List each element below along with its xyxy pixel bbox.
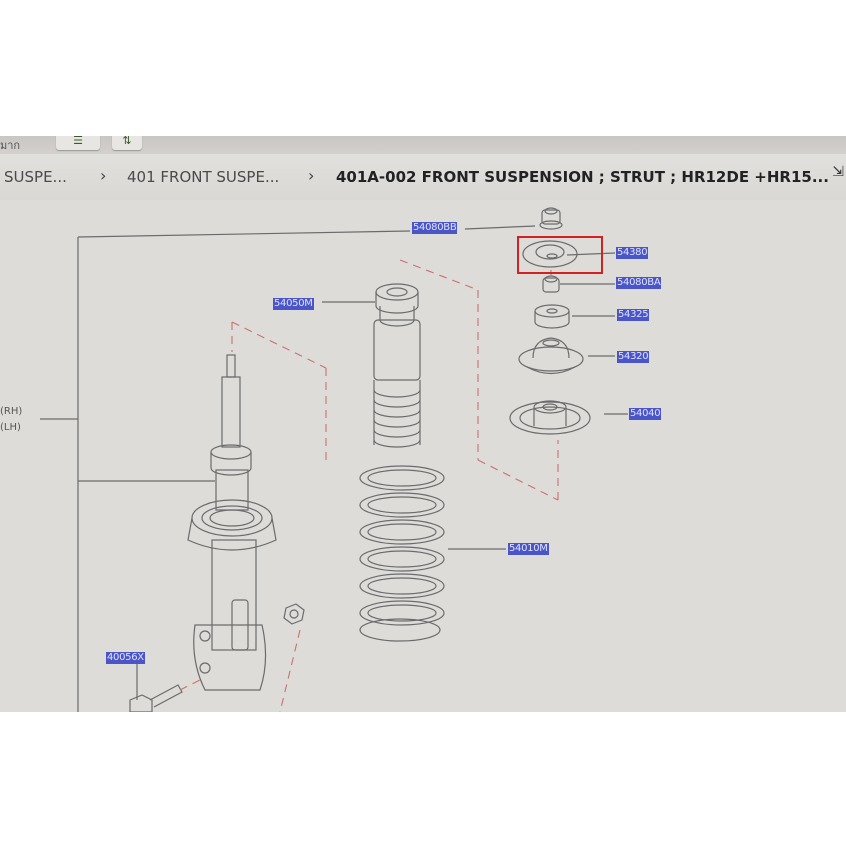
breadcrumb-item-current: 401A-002 FRONT SUSPENSION ; STRUT ; HR12…: [336, 168, 829, 186]
list-icon: ☰: [73, 136, 83, 147]
breadcrumb-item-1[interactable]: SUSPE...: [4, 168, 67, 186]
parts-catalog-screen: มาก ☰ ⇅ SUSPE... › 401 FRONT SUSPE... › …: [0, 136, 846, 712]
side-label-rh: (RH): [0, 406, 23, 417]
callout-54010M[interactable]: 54010M: [508, 543, 549, 555]
side-label-lh: (LH): [0, 422, 21, 433]
callout-54050M[interactable]: 54050M: [273, 298, 314, 310]
list-view-button[interactable]: ☰: [56, 136, 100, 150]
sort-icon: ⇅: [122, 136, 132, 147]
breadcrumb-item-2[interactable]: 401 FRONT SUSPE...: [127, 168, 280, 186]
toolbar: มาก ☰ ⇅: [0, 136, 846, 154]
breadcrumb: SUSPE... › 401 FRONT SUSPE... › 401A-002…: [0, 154, 846, 201]
sort-button[interactable]: ⇅: [112, 136, 142, 150]
parts-diagram: (RH) (LH) 54080BB 54380 54080BA 54050M 5…: [0, 200, 846, 712]
callout-54325[interactable]: 54325: [617, 309, 650, 321]
callout-54080BB[interactable]: 54080BB: [412, 222, 458, 234]
chevron-right-icon: ›: [100, 166, 107, 185]
chevron-right-icon: ›: [308, 166, 315, 185]
callout-54040[interactable]: 54040: [629, 408, 662, 420]
callout-54380[interactable]: 54380: [616, 247, 649, 259]
collapse-icon[interactable]: ⇲: [832, 164, 844, 180]
callout-40056X[interactable]: 40056X: [106, 652, 145, 664]
callout-54320[interactable]: 54320: [617, 351, 650, 363]
exploded-view-drawing: [40, 207, 628, 712]
toolbar-label: มาก: [0, 139, 21, 152]
highlight-box: [517, 236, 603, 274]
callout-54080BA[interactable]: 54080BA: [616, 277, 662, 289]
